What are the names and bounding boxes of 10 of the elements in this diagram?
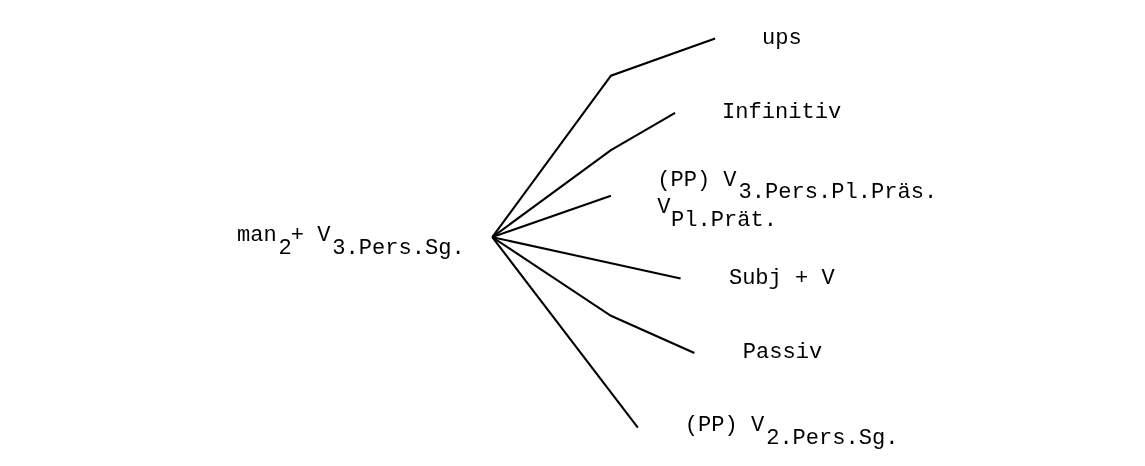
node-text: Subj + V	[728, 265, 835, 291]
node-text: Infinitiv	[721, 100, 841, 126]
connector	[491, 236, 681, 280]
node-text: ups	[761, 25, 802, 51]
connector	[491, 236, 695, 354]
connector	[490, 37, 715, 238]
connector	[490, 236, 639, 429]
node-text: Passiv	[742, 340, 822, 366]
connector	[491, 194, 611, 239]
connector	[491, 112, 676, 238]
